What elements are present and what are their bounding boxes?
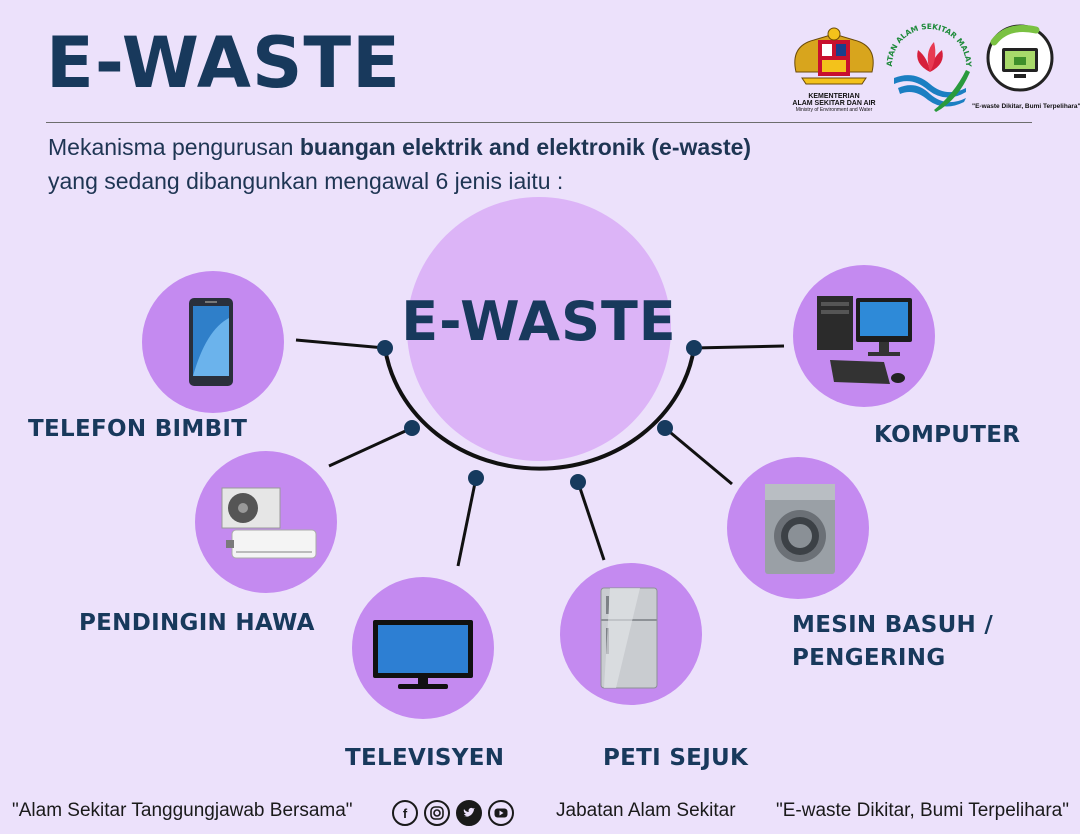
ministry-logo: KEMENTERIAN ALAM SEKITAR DAN AIR Ministr…	[784, 26, 884, 118]
television-icon	[373, 620, 473, 689]
connector-arc	[383, 347, 696, 471]
facebook-icon[interactable]: f	[392, 800, 418, 826]
youtube-icon[interactable]	[488, 800, 514, 826]
social-icons: f	[392, 800, 514, 826]
ewaste-campaign-logo: "E-waste Dikitar, Bumi Terpelihara"	[972, 20, 1080, 118]
label-peti-sejuk: PETI SEJUK	[603, 745, 749, 771]
label-mesin-basuh-line2: PENGERING	[792, 645, 946, 671]
header-divider	[46, 122, 1032, 123]
ministry-logo-line3: Ministry of Environment and Water	[795, 107, 873, 113]
node-dot	[686, 340, 702, 356]
ministry-logo-line1: KEMENTERIAN	[808, 93, 860, 100]
label-pendingin-hawa: PENDINGIN HAWA	[79, 610, 315, 636]
label-televisyen: TELEVISYEN	[345, 745, 505, 771]
spoke-komputer	[693, 344, 785, 350]
spoke-peti-sejuk	[576, 481, 606, 561]
intro-line-2: yang sedang dibangunkan mengawal 6 jenis…	[48, 168, 564, 194]
washing-machine-icon	[765, 484, 835, 574]
node-dot	[377, 340, 393, 356]
spoke-pendingin-hawa	[328, 426, 413, 468]
node-dot	[570, 474, 586, 490]
air-conditioner-icon	[221, 487, 317, 559]
center-label: E-WASTE	[401, 290, 677, 353]
footer-slogan-left: "Alam Sekitar Tanggungjawab Bersama"	[12, 800, 353, 821]
ministry-logo-line2: ALAM SEKITAR DAN AIR	[792, 100, 876, 107]
spoke-mesin-basuh	[664, 426, 733, 486]
footer-agency: Jabatan Alam Sekitar	[556, 800, 736, 821]
twitter-icon[interactable]	[456, 800, 482, 826]
label-mesin-basuh-line1: MESIN BASUH /	[792, 612, 994, 638]
spoke-telefon-bimbit	[295, 338, 386, 350]
node-dot	[657, 420, 673, 436]
node-dot	[468, 470, 484, 486]
instagram-icon[interactable]	[424, 800, 450, 826]
intro-line-1: Mekanisma pengurusan buangan elektrik an…	[48, 134, 752, 160]
label-telefon-bimbit: TELEFON BIMBIT	[28, 416, 248, 442]
intro-text: Mekanisma pengurusan buangan elektrik an…	[48, 130, 808, 198]
intro-bold-phrase: buangan elektrik and elektronik (e-waste…	[299, 134, 752, 160]
smartphone-icon	[189, 298, 233, 386]
page-title: E-WASTE	[46, 22, 401, 104]
desktop-computer-icon	[817, 296, 912, 384]
node-dot	[404, 420, 420, 436]
center-circle	[407, 197, 671, 461]
jas-logo: JABATAN ALAM SEKITAR MALAYSIA	[881, 7, 974, 114]
footer-slogan-right: "E-waste Dikitar, Bumi Terpelihara"	[776, 800, 1069, 821]
label-komputer: KOMPUTER	[874, 422, 1021, 448]
ewaste-logo-tagline: "E-waste Dikitar, Bumi Terpelihara"	[972, 103, 1080, 110]
spoke-televisyen	[456, 477, 478, 567]
refrigerator-icon	[600, 587, 658, 689]
